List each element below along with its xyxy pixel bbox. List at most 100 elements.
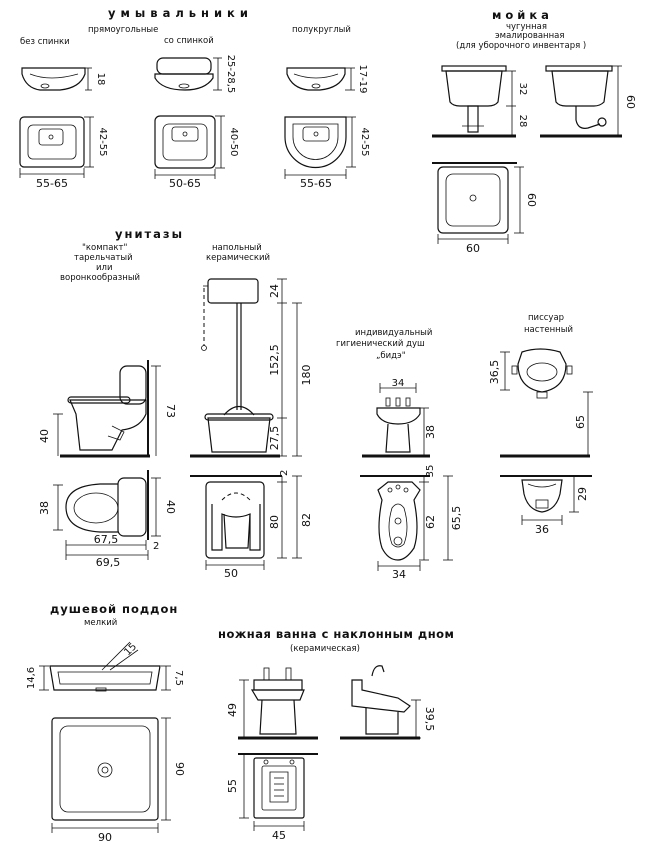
washbasin-3-plan: 42-55 55-65 [284, 116, 370, 190]
toilets-title: унитазы [115, 227, 184, 241]
urinal-elevation: 36,5 65 [488, 348, 593, 458]
urinal-line1: писсуар [528, 313, 564, 323]
toilet-compact-length-675: 67,5 [94, 533, 119, 546]
urinal-depth-29: 29 [576, 487, 589, 501]
shower-title: душевой поддон [50, 602, 178, 616]
sink-height-32: 32 [517, 83, 528, 96]
sink-plan: 60 60 [432, 162, 538, 255]
sink-title: мойка [492, 8, 553, 22]
washbasin-no-back-label: без спинки [20, 37, 70, 47]
toilet-compact-height-73: 73 [164, 404, 177, 418]
bidet-elevation: 34 38 [362, 378, 437, 458]
toilet-floor-height-1525: 152,5 [268, 344, 281, 376]
footbath-side-elevation: 39,5 [340, 665, 436, 740]
sink-depth-60: 60 [525, 193, 538, 207]
sink-section: мойка чугунная эмалированная (для убороч… [432, 8, 637, 255]
washbasin-2-width: 50-65 [169, 177, 201, 190]
toilet-compact-elevation: 40 73 [38, 360, 177, 458]
toilet-compact-depth-40: 40 [164, 500, 177, 514]
washbasins-rect-label: прямоугольные [88, 25, 158, 35]
bidet-width-34: 34 [392, 378, 405, 389]
sink-front-elevation: 32 28 [432, 65, 528, 138]
bidet-plan: 35 62 65,5 34 [360, 465, 463, 581]
toilet-floor-width-50: 50 [224, 567, 238, 580]
footbath-height-49: 49 [226, 703, 239, 717]
washbasin-1-depth: 42-55 [97, 127, 108, 156]
washbasin-3-height: 17-19 [357, 64, 368, 93]
sink-height-28: 28 [517, 115, 528, 128]
washbasin-1-width: 55-65 [36, 177, 68, 190]
urinal-width-36: 36 [535, 523, 549, 536]
washbasin-3-elevation: 17-19 [286, 64, 368, 94]
washbasin-2-elevation: 25-28,5 [154, 55, 236, 94]
shower-height-75: 7,5 [173, 670, 184, 686]
urinal-line2: настенный [524, 325, 573, 335]
washbasin-1-elevation: 18 [21, 67, 106, 91]
washbasin-3-width: 55-65 [300, 177, 332, 190]
foot-bath-section: ножная ванна с наклонным дном (керамичес… [218, 627, 454, 842]
bidet-line2: гигиенический душ [336, 339, 425, 349]
toilet-floor-depth-80: 80 [268, 515, 281, 529]
washbasin-3-depth: 42-55 [359, 127, 370, 156]
toilet-floor-height-275: 27,5 [268, 426, 281, 451]
urinal-section: писсуар настенный 36,5 65 29 36 [488, 313, 593, 536]
footbath-subtitle: (керамическая) [290, 644, 360, 654]
sink-line3: (для уборочного инвентаря ) [456, 41, 586, 51]
bidet-depth-655: 65,5 [450, 506, 463, 531]
footbath-height-395: 39,5 [423, 707, 436, 732]
footbath-width-45: 45 [272, 829, 286, 842]
shower-slope-15: 15 [122, 641, 139, 658]
toilet-floor-line2: керамический [206, 253, 270, 263]
toilet-floor-label: напольный [212, 243, 262, 253]
footbath-plan: 55 45 [226, 753, 318, 842]
shower-height-146: 14,6 [26, 667, 37, 689]
toilet-floor-height-180: 180 [300, 365, 313, 386]
washbasin-with-back-label: со спинкой [164, 36, 214, 46]
footbath-front-elevation: 49 [226, 667, 318, 740]
toilet-compact-height-40: 40 [38, 429, 51, 443]
shower-tray-elevation: 15 14,6 7,5 [26, 641, 184, 692]
toilet-compact-gap-2: 2 [153, 541, 159, 552]
bidet-depth-62: 62 [424, 515, 437, 529]
shower-subtitle: мелкий [84, 618, 117, 628]
washbasin-1-height: 18 [95, 73, 106, 86]
toilet-compact-plan: 38 40 67,5 2 69,5 [38, 470, 177, 569]
shower-width-90: 90 [98, 831, 112, 844]
washbasin-1-plan: 42-55 55-65 [19, 116, 108, 190]
washbasin-2-height: 25-28,5 [225, 55, 236, 94]
sink-line1: чугунная [506, 22, 547, 32]
sink-side-elevation: 60 [540, 65, 637, 138]
bidet-gap-35: 35 [425, 465, 436, 478]
washbasin-semi-label: полукруглый [292, 25, 351, 35]
urinal-height-365: 36,5 [488, 360, 501, 385]
toilet-floor-gap-2: 2 [279, 470, 290, 476]
shower-tray-plan: 90 90 [51, 717, 186, 844]
toilet-floor-elevation: 24 152,5 27,5 180 [190, 278, 313, 458]
washbasin-2-plan: 40-50 50-65 [154, 115, 239, 190]
bidet-width-34-plan: 34 [392, 568, 406, 581]
bidet-height-38: 38 [424, 425, 437, 439]
urinal-plan: 29 36 [500, 475, 592, 536]
toilets-section: унитазы "компакт" тарельчатый или воронк… [38, 227, 313, 580]
toilet-compact-label: "компакт" [82, 243, 128, 253]
washbasins-section: умывальники прямоугольные без спинки со … [19, 6, 370, 190]
bidet-line3: „бидэ" [376, 351, 406, 361]
sink-height-60: 60 [624, 95, 637, 109]
toilet-compact-length-695: 69,5 [96, 556, 121, 569]
bidet-line1: индивидуальный [355, 328, 432, 338]
toilet-floor-height-24: 24 [268, 284, 281, 298]
washbasin-2-depth: 40-50 [228, 127, 239, 156]
sink-line2: эмалированная [495, 31, 565, 41]
sink-width-60: 60 [466, 242, 480, 255]
toilet-floor-depth-82: 82 [300, 513, 313, 527]
toilet-floor-plan: 2 80 82 50 [190, 470, 313, 580]
footbath-depth-55: 55 [226, 779, 239, 793]
shower-tray-section: душевой поддон мелкий 15 14,6 7,5 90 [26, 602, 186, 844]
washbasins-title: умывальники [108, 6, 253, 20]
bidet-section: индивидуальный гигиенический душ „бидэ" … [336, 328, 463, 581]
shower-depth-90: 90 [173, 762, 186, 776]
urinal-height-65: 65 [574, 415, 587, 429]
toilet-compact-line3: или [96, 263, 112, 273]
footbath-title: ножная ванна с наклонным дном [218, 627, 454, 641]
